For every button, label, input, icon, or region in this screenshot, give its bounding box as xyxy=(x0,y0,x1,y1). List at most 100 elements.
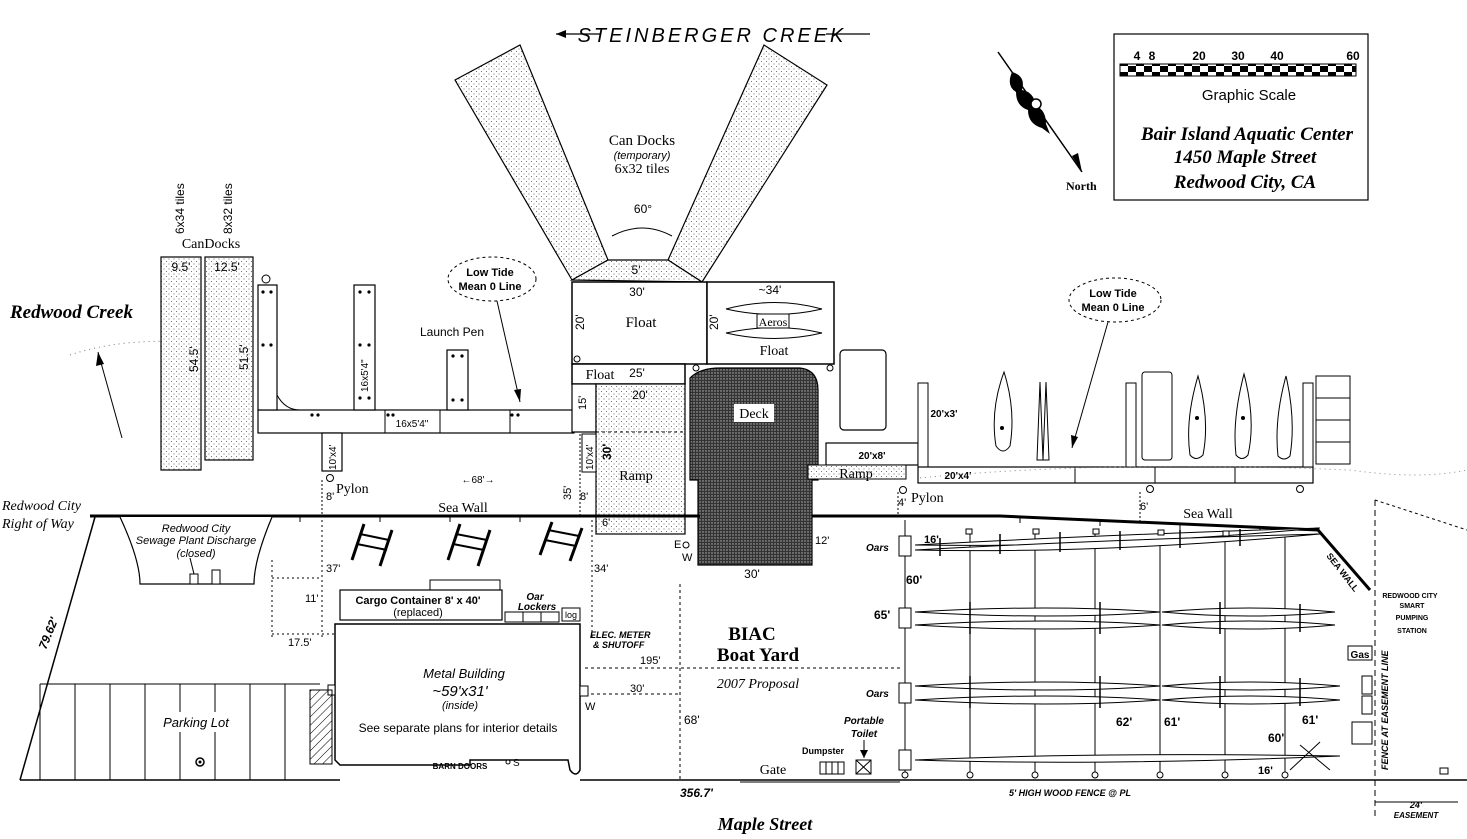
barn-doors: BARN DOORS xyxy=(433,762,488,771)
oars-mid: Oars xyxy=(866,689,889,700)
gate-label: Gate xyxy=(760,763,786,778)
dim-34: 34' xyxy=(594,563,608,575)
oar-lockers-line2: Lockers xyxy=(518,602,557,613)
dim-356: 356.7' xyxy=(680,786,714,800)
float-small-label: Float xyxy=(586,368,615,383)
easement-label: EASEMENT xyxy=(1394,811,1440,820)
tile-label-8x32: 8x32 tiles xyxy=(221,183,235,234)
dim-4: 4' xyxy=(898,497,906,509)
yard-dim-61a: 61' xyxy=(1164,715,1180,729)
sea-wall: Sea Wall Sea Wall SEA WALL xyxy=(90,501,1372,594)
sea-wall-left-label: Sea Wall xyxy=(438,501,488,516)
ramp-main: 20' Ramp 10'x4' 30' xyxy=(581,383,686,535)
sea-wall-right-label: Sea Wall xyxy=(1183,507,1233,522)
right-dock: 20'x8' Ramp 20'x3' 20'x4' xyxy=(807,349,1351,484)
dim-8b: 8' xyxy=(580,491,588,503)
pump-line3: PUMPING xyxy=(1396,615,1429,622)
walkway-16x5: 16x5'4" xyxy=(396,419,429,430)
pump-line1: REDWOOD CITY xyxy=(1382,593,1438,600)
title-block: 4 8 20 30 40 60 Graphic Scale Bair Islan… xyxy=(1113,33,1369,201)
sewage-line2: Sewage Plant Discharge xyxy=(136,535,256,547)
easement-line-label: FENCE AT EASEMENT LINE xyxy=(1380,649,1390,770)
dim-6b: 6' xyxy=(1140,501,1148,513)
metal-building-inside: (inside) xyxy=(442,700,478,712)
low-tide-right-line2: Mean 0 Line xyxy=(1082,302,1145,314)
yard-dim-16top: 16' xyxy=(924,534,939,546)
title-line-2: 1450 Maple Street xyxy=(1174,147,1317,168)
creek-label-group: STEINBERGER CREEK xyxy=(556,25,870,47)
float-left-h: 20' xyxy=(573,314,587,330)
graphic-scale-caption: Graphic Scale xyxy=(1202,87,1296,104)
gas-label: Gas xyxy=(1351,650,1370,661)
low-tide-callout-left: Low Tide Mean 0 Line xyxy=(447,256,537,403)
property-boundary: Parking Lot xyxy=(19,516,1467,783)
span-68: ←68'→ xyxy=(461,475,494,486)
dock-20x8: 20'x8' xyxy=(858,451,885,462)
pump-line4: STATION xyxy=(1397,628,1427,635)
deck-label: Deck xyxy=(739,407,769,422)
yard-proposal: 2007 Proposal xyxy=(717,677,799,692)
can-docks-sub: (temporary) xyxy=(614,150,671,162)
dim-68: 68' xyxy=(684,713,700,727)
marker-e: E xyxy=(674,539,681,551)
aeros-label: Aeros xyxy=(759,315,788,329)
scale-tick-4: 4 xyxy=(1134,49,1141,63)
finger-16x5: 16x5'4" xyxy=(360,359,371,392)
dim-6a: 6' xyxy=(602,517,610,529)
yard-dim-60a: 60' xyxy=(906,573,922,587)
yard-dim-62: 62' xyxy=(1116,715,1132,729)
yard-line1: BIAC xyxy=(728,624,776,645)
north-arrow-icon: North xyxy=(997,51,1097,193)
ramp-label: Ramp xyxy=(619,469,652,484)
scale-tick-60: 60 xyxy=(1346,49,1360,63)
dim-11: 11' xyxy=(305,593,319,605)
candocks-left-title: CanDocks xyxy=(182,237,240,252)
float-right-label: Float xyxy=(760,344,789,359)
dock-walkway: 16x5'4" 16x5'4" Launch Pen 10'x4' xyxy=(257,274,575,482)
dim-24: 24' xyxy=(1409,800,1423,810)
float-left-w: 30' xyxy=(629,285,645,299)
oar-lockers: Oar Lockers log xyxy=(504,592,581,623)
tile-label-6x34: 6x34 tiles xyxy=(173,183,187,234)
ramp-right-label: Ramp xyxy=(839,467,872,482)
oar-lockers-line1: Oar xyxy=(526,592,544,603)
north-label: North xyxy=(1066,179,1097,193)
oar-racks xyxy=(350,521,584,567)
candock-b-width: 12.5' xyxy=(214,260,240,274)
cargo-label: Cargo Container 8' x 40' xyxy=(355,595,480,607)
yard-dim-61b: 61' xyxy=(1302,713,1318,727)
metal-building: Metal Building ~59'x31' (inside) See sep… xyxy=(327,623,596,775)
dimension-lines: 8' 35' 8' 6' 4' 6' 12' 30' E W 37' 11' 1… xyxy=(36,434,1148,800)
title-line-1: Bair Island Aquatic Center xyxy=(1140,124,1354,145)
cargo-sub: (replaced) xyxy=(393,607,443,619)
maple-street-label: Maple Street xyxy=(717,814,813,834)
candock-a-length: 54.5' xyxy=(187,346,201,372)
creek-label: STEINBERGER CREEK xyxy=(578,25,847,47)
ramp-length-30: 30' xyxy=(600,444,614,460)
metal-building-note: See separate plans for interior details xyxy=(359,721,558,735)
dim-195: 195' xyxy=(640,655,660,667)
log-label: log xyxy=(565,610,577,620)
deck: Deck xyxy=(689,367,819,566)
dim-17: 17.5' xyxy=(288,637,312,649)
angle-60: 60° xyxy=(634,202,652,216)
sewage-line3: (closed) xyxy=(176,548,215,560)
pier-10x4-right: 10'x4' xyxy=(585,444,596,470)
yard-dim-65: 65' xyxy=(874,608,890,622)
yard-dim-16bot: 16' xyxy=(1258,765,1273,777)
ramp-left-15: 15' xyxy=(577,396,589,410)
yard-dim-60b: 60' xyxy=(1268,731,1284,745)
scale-tick-30: 30 xyxy=(1231,49,1245,63)
pylon-left-label: Pylon xyxy=(336,482,369,497)
dumpster-label: Dumpster xyxy=(802,746,845,756)
marker-s: S xyxy=(513,758,520,769)
elec-line2: & SHUTOFF xyxy=(593,640,645,650)
graphic-scale-bar xyxy=(1119,63,1357,77)
redwood-creek-label: Redwood Creek xyxy=(9,302,133,323)
easement: FENCE AT EASEMENT LINE REDWOOD CITY SMAR… xyxy=(1289,499,1467,820)
scale-tick-8: 8 xyxy=(1149,49,1156,63)
candock-b-length: 51.5' xyxy=(237,344,251,370)
gap-5: 5' xyxy=(632,263,641,277)
dock-20x3: 20'x3' xyxy=(930,409,957,420)
